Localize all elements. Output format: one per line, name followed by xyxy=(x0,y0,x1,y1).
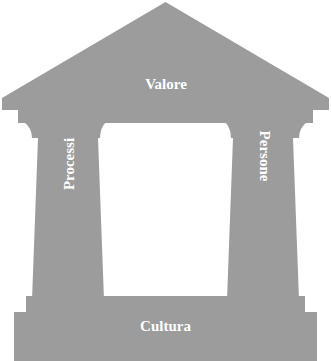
node-label: Persone xyxy=(257,131,274,182)
node-label: Cultura xyxy=(140,318,191,335)
pediment-node: Valore xyxy=(106,70,226,98)
capital-left xyxy=(24,122,106,138)
column-node: Persone xyxy=(238,116,292,196)
pediment-shape xyxy=(2,2,329,110)
entablature xyxy=(18,108,313,123)
node-label: Valore xyxy=(145,76,187,93)
plinth xyxy=(26,296,305,314)
base-node: Cultura xyxy=(40,312,291,340)
column-left xyxy=(32,138,104,300)
node-label: Processi xyxy=(61,138,78,190)
base-step xyxy=(14,312,317,361)
column-node: Processi xyxy=(42,124,96,204)
